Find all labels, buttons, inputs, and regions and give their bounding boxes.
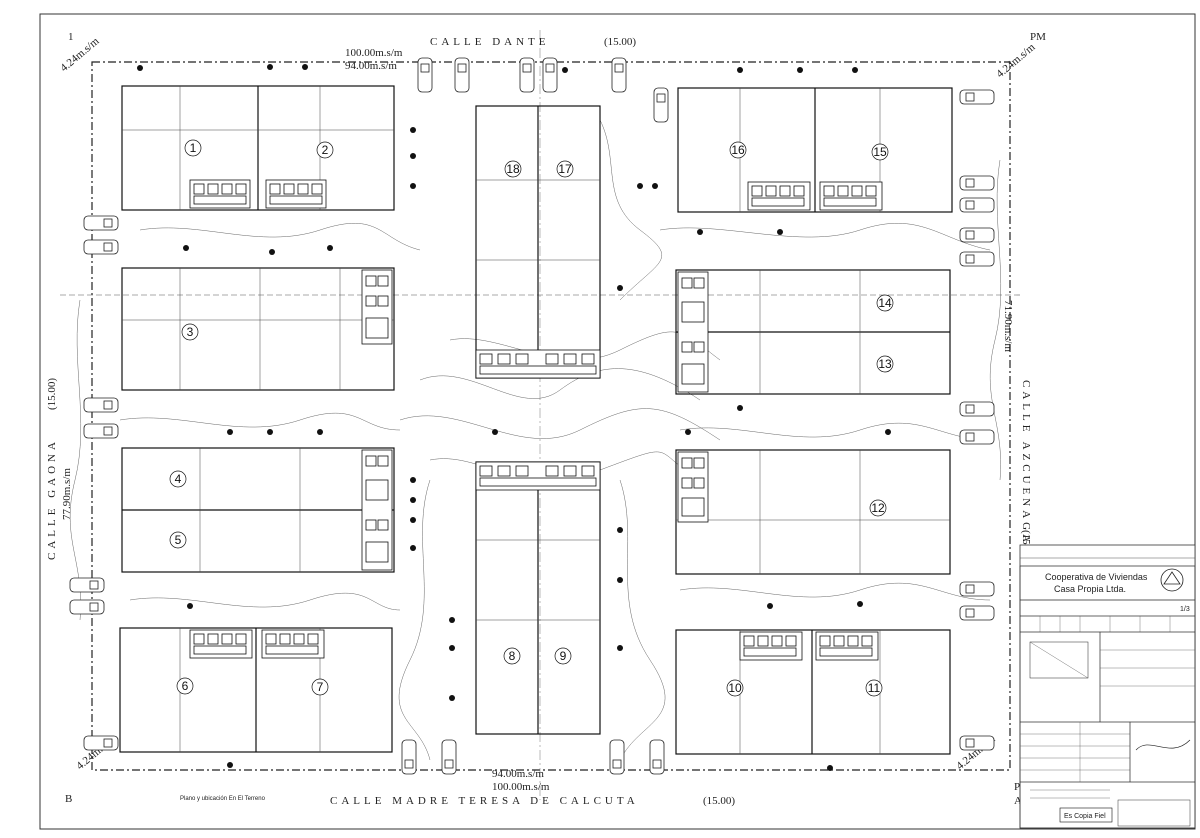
- tree-markers: [137, 64, 891, 771]
- lot-18: 18: [506, 162, 520, 176]
- lot-12: 12: [871, 501, 885, 515]
- lot-10: 10: [728, 681, 742, 695]
- dim-south-outer: 100.00m.s/m: [492, 781, 550, 793]
- parking-cars: [69, 57, 995, 775]
- lot-13: 13: [878, 357, 892, 371]
- lot-11: 11: [868, 681, 881, 695]
- lot-6: 6: [182, 679, 189, 693]
- street-west-width: (15.00): [46, 378, 58, 410]
- street-west: CALLE GAONA: [46, 438, 58, 560]
- sheet-number: 1/3: [1180, 606, 1190, 613]
- lot-7: 7: [317, 680, 324, 694]
- dim-north-inner: 94.00m.s/m: [345, 60, 397, 72]
- street-south: CALLE MADRE TERESA DE CALCUTA: [330, 795, 639, 807]
- corner-ne-label: PM: [1030, 31, 1046, 43]
- service-cores: [189, 179, 883, 661]
- street-north-width: (15.00): [604, 36, 636, 48]
- lot-14: 14: [878, 296, 892, 310]
- dim-east: 71.90m.s/m: [1002, 300, 1014, 352]
- street-east: CALLE AZCUENAGA: [1020, 380, 1032, 546]
- sheet-frame: [39, 13, 1196, 830]
- cooperative-logo-icon: [1160, 568, 1184, 592]
- lot-numbers: 1 2 3 4 5 6 7 8 9 10 11 12 13 14 15 16 1…: [169, 139, 894, 697]
- corner-se-label: A: [1014, 795, 1022, 807]
- street-north: CALLE DANTE: [430, 36, 549, 48]
- lot-8: 8: [509, 649, 516, 663]
- contour-lines: [69, 119, 1002, 761]
- lot-2: 2: [322, 143, 329, 157]
- lot-3: 3: [187, 325, 194, 339]
- lot-15: 15: [873, 145, 887, 159]
- org-name-line2: Casa Propia Ltda.: [1054, 584, 1126, 594]
- lot-9: 9: [560, 649, 567, 663]
- org-name-line1: Cooperativa de Viviendas: [1045, 572, 1148, 582]
- lot-1: 1: [190, 141, 197, 155]
- sheet-caption: Plano y ubicación En El Terreno: [180, 796, 266, 802]
- copy-stamp: Es Copia Fiel: [1064, 813, 1106, 820]
- dim-north-outer: 100.00m.s/m: [345, 47, 403, 59]
- street-south-width: (15.00): [703, 795, 735, 807]
- corner-sw-label: B: [65, 793, 72, 805]
- lot-5: 5: [175, 533, 182, 547]
- site-boundary: [91, 61, 1011, 771]
- building-blocks: [119, 85, 953, 755]
- lot-17: 17: [558, 162, 572, 176]
- lot-16: 16: [731, 143, 745, 157]
- title-block: Cooperativa de Viviendas Casa Propia Ltd…: [1019, 544, 1196, 829]
- lot-4: 4: [175, 472, 182, 486]
- dim-south-inner: 94.00m.s/m: [492, 768, 544, 780]
- corner-nw-label: 1: [68, 31, 74, 43]
- dim-west: 77.90m.s/m: [61, 468, 73, 520]
